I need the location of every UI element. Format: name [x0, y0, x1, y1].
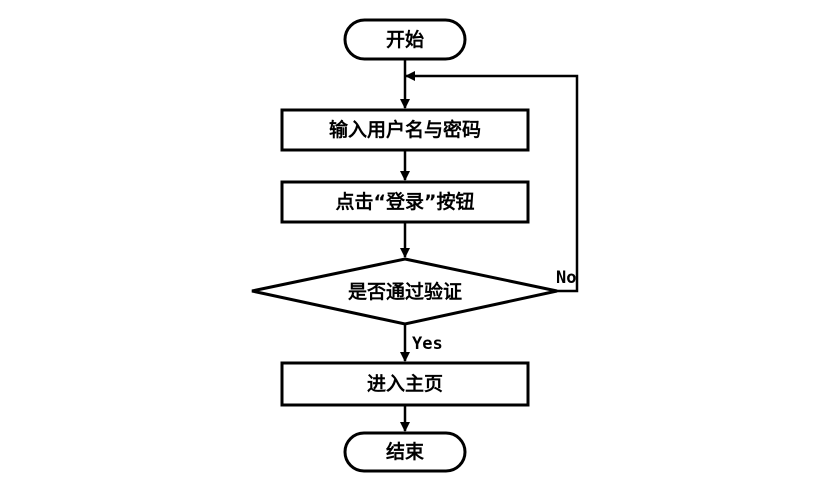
- no-branch-label: No: [556, 268, 576, 288]
- yes-branch-label: Yes: [412, 334, 443, 354]
- verify-decision-label: 是否通过验证: [348, 280, 462, 303]
- end-label: 结束: [386, 440, 425, 463]
- input-credentials-label: 输入用户名与密码: [329, 118, 481, 141]
- click-login-node: 点击“登录”按钮: [280, 180, 530, 224]
- input-credentials-node: 输入用户名与密码: [280, 108, 530, 152]
- start-label: 开始: [386, 28, 424, 51]
- start-node: 开始: [343, 18, 467, 61]
- enter-home-label: 进入主页: [367, 373, 443, 395]
- verify-decision-node: 是否通过验证: [251, 257, 558, 326]
- click-login-label: 点击“登录”按钮: [336, 190, 475, 213]
- enter-home-node: 进入主页: [280, 361, 530, 407]
- end-node: 结束: [343, 431, 467, 473]
- edge-verify-no-loop: [405, 71, 579, 293]
